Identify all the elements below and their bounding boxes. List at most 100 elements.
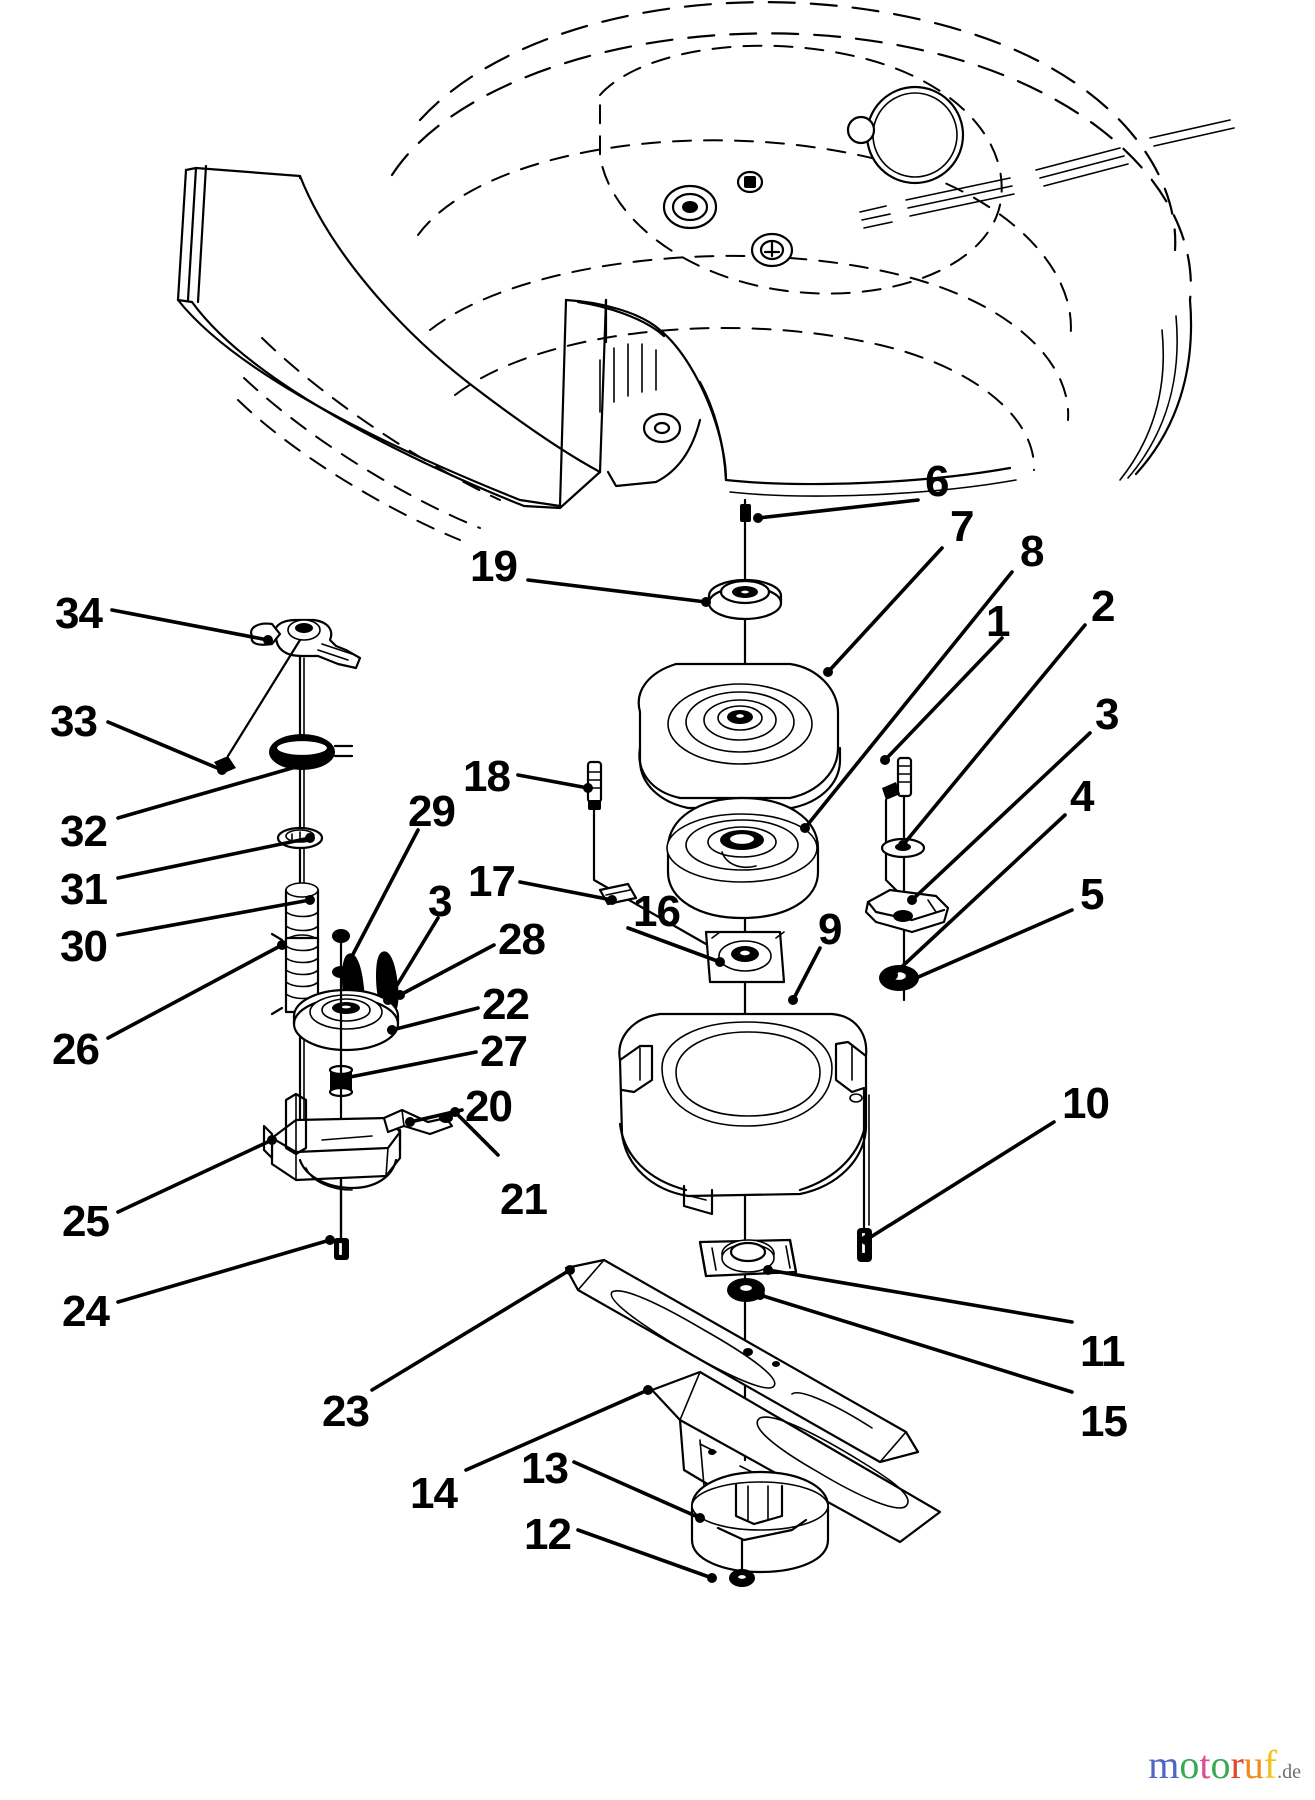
watermark-letter-4: r — [1230, 1742, 1244, 1787]
leader-line-22 — [390, 1006, 480, 1032]
leader-line-1 — [883, 636, 1004, 762]
callout-13: 13 — [521, 1444, 569, 1493]
callout-29: 29 — [408, 787, 456, 836]
callout-16: 16 — [633, 887, 681, 936]
callout-25: 25 — [62, 1197, 110, 1246]
callout-19: 19 — [470, 542, 518, 591]
leader-line-31 — [116, 836, 312, 880]
part-8-pulley — [666, 796, 820, 920]
leader-line-16 — [626, 926, 722, 964]
callout-33: 33 — [50, 697, 98, 746]
part-6-bolt — [740, 504, 751, 522]
leader-dot-5 — [895, 980, 905, 990]
leader-dot-6 — [753, 513, 763, 523]
callout-14: 14 — [410, 1469, 458, 1518]
part-32-washer — [269, 734, 354, 770]
part-11-blade-adapter — [698, 1238, 798, 1278]
callout-22: 22 — [482, 980, 530, 1029]
callout-6: 6 — [925, 457, 950, 506]
leader-dot-29 — [345, 955, 355, 965]
leader-line-32 — [116, 760, 315, 820]
leader-line-5 — [898, 908, 1074, 987]
callout-9: 9 — [818, 905, 843, 954]
leader-line-6 — [756, 498, 920, 520]
leader-dot-7 — [823, 667, 833, 677]
leader-dot-3a — [907, 895, 917, 905]
leader-dot-17 — [607, 895, 617, 905]
callout-28: 28 — [498, 915, 546, 964]
leader-line-17 — [518, 880, 614, 902]
leader-dot-11 — [763, 1265, 773, 1275]
leader-line-10 — [864, 1120, 1056, 1242]
watermark-suffix: .de — [1277, 1761, 1301, 1783]
callout-17: 17 — [468, 857, 516, 906]
watermark-letter-5: u — [1243, 1742, 1264, 1787]
leader-line-27 — [343, 1050, 478, 1080]
callout-10: 10 — [1062, 1079, 1110, 1128]
leader-dot-21 — [450, 1107, 460, 1117]
leader-line-25 — [116, 1138, 274, 1214]
leader-line-3b — [386, 916, 440, 1002]
leader-line-33 — [106, 720, 224, 772]
leader-dot-24 — [325, 1235, 335, 1245]
leader-line-30 — [116, 898, 312, 937]
deck-housing — [176, 1, 1235, 541]
callout-31: 31 — [60, 865, 108, 914]
leader-dot-2 — [898, 840, 908, 850]
part-18-bolt — [586, 760, 722, 954]
leader-line-11 — [766, 1268, 1074, 1324]
leader-dot-3b — [383, 995, 393, 1005]
callout-11: 11 — [1080, 1327, 1126, 1376]
part-16-spindle-housing — [704, 930, 786, 984]
leader-dot-28 — [395, 990, 405, 1000]
site-watermark: motoruf.de — [1148, 1741, 1301, 1788]
watermark-letter-6: f — [1263, 1742, 1278, 1787]
callout-30: 30 — [60, 922, 108, 971]
leader-line-2 — [901, 623, 1087, 847]
leader-dot-20 — [405, 1117, 415, 1127]
callout-24: 24 — [62, 1287, 110, 1336]
callout-8: 8 — [1020, 527, 1045, 576]
leader-line-3a — [910, 731, 1092, 902]
leader-dot-15 — [755, 1290, 765, 1300]
leader-line-24 — [116, 1238, 332, 1304]
callout-32: 32 — [60, 807, 108, 856]
callout-3a: 3 — [1095, 690, 1120, 739]
leader-dot-18 — [583, 783, 593, 793]
part-28-idler-pulley — [292, 988, 400, 1052]
leader-lines — [106, 498, 1092, 1580]
leader-dot-30 — [305, 895, 315, 905]
callout-18: 18 — [463, 752, 511, 801]
leader-line-9 — [791, 946, 822, 1002]
leader-line-21 — [453, 1110, 500, 1157]
part-13-blade-hub — [690, 1470, 830, 1574]
leader-line-29 — [348, 828, 420, 962]
leader-line-28 — [398, 943, 496, 997]
callout-5: 5 — [1080, 870, 1105, 919]
leader-line-12 — [576, 1528, 714, 1580]
leader-dot-9 — [788, 995, 798, 1005]
leader-line-19 — [526, 578, 708, 604]
leader-dot-22 — [387, 1025, 397, 1035]
leader-dot-13 — [695, 1513, 705, 1523]
left-idler-assembly — [214, 618, 454, 1260]
leader-dot-33 — [217, 765, 227, 775]
leader-line-4 — [891, 813, 1067, 977]
leader-dot-1 — [880, 755, 890, 765]
leader-line-15 — [758, 1293, 1074, 1394]
callout-1: 1 — [986, 597, 1011, 646]
leader-dot-4 — [888, 970, 898, 980]
part-24-screw — [334, 1178, 349, 1260]
leader-dot-10 — [861, 1235, 871, 1245]
callout-27: 27 — [480, 1027, 528, 1076]
callout-21: 21 — [500, 1175, 548, 1224]
watermark-letter-2: t — [1199, 1742, 1211, 1787]
watermark-letter-0: m — [1148, 1742, 1180, 1787]
leader-dot-14 — [643, 1385, 653, 1395]
leader-dot-8 — [800, 823, 810, 833]
part-25-bracket — [262, 1092, 402, 1191]
part-3-bracket — [864, 888, 950, 934]
part-7-belt-cover — [637, 662, 842, 810]
leader-line-14 — [464, 1388, 650, 1472]
